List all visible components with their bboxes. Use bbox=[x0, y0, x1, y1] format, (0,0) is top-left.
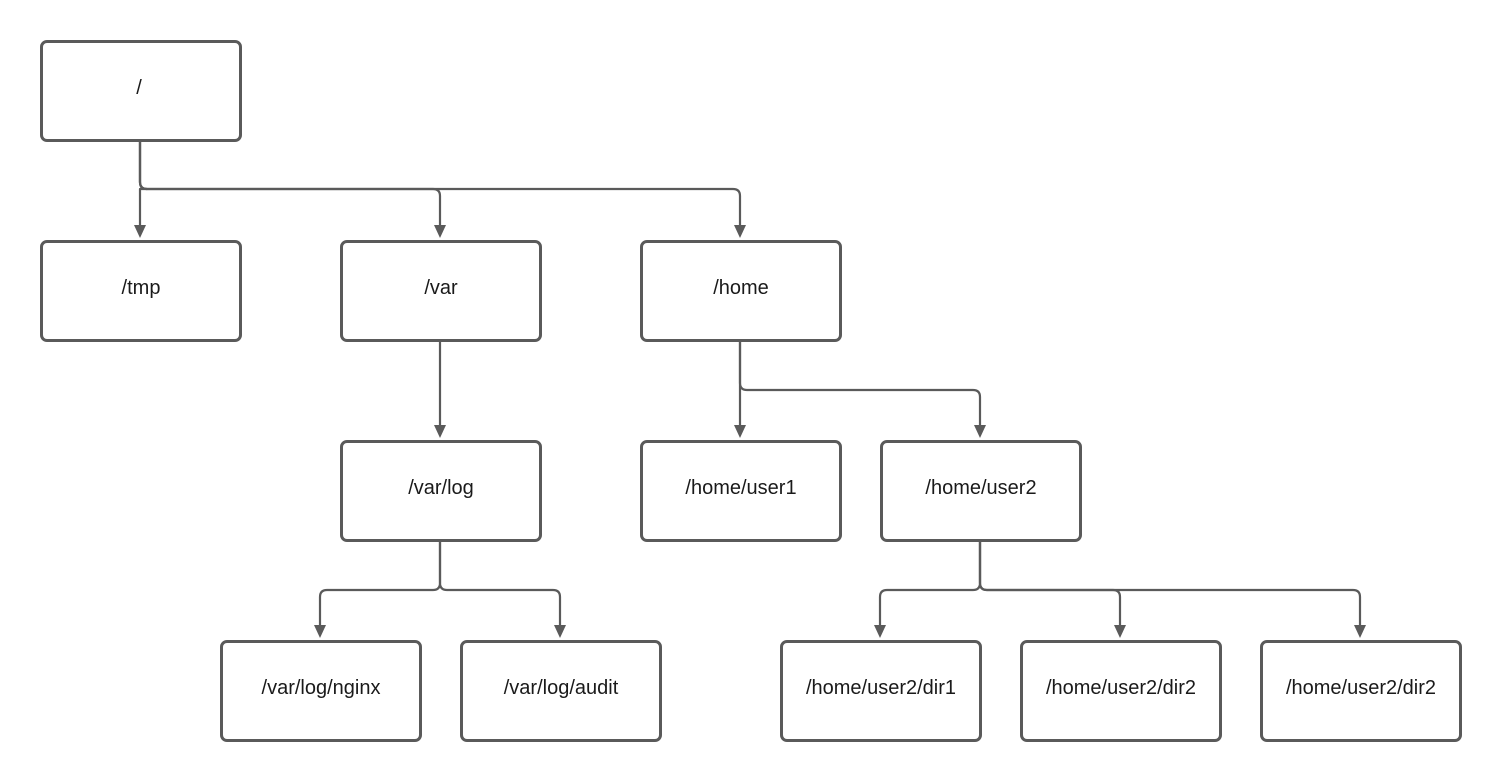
edge-user2-to-dir2-b bbox=[978, 539, 1362, 634]
arrowhead-user1 bbox=[734, 425, 746, 438]
node-tmp-label: /tmp bbox=[121, 276, 161, 299]
arrowhead-dir2-b bbox=[1354, 625, 1366, 638]
edge-user2-to-dir1 bbox=[878, 539, 982, 634]
edge-home-to-user2 bbox=[738, 339, 982, 434]
node-var-label: /var bbox=[424, 276, 458, 299]
node-home-user2-dir2-a-label: /home/user2/dir2 bbox=[1045, 676, 1197, 699]
node-home-user2-dir2-a: /home/user2/dir2 bbox=[1020, 640, 1222, 742]
node-var-log-audit: /var/log/audit bbox=[460, 640, 662, 742]
node-root-label: / bbox=[136, 76, 142, 99]
edge-var-log-to-audit bbox=[438, 539, 562, 634]
node-var-log-nginx: /var/log/nginx bbox=[220, 640, 422, 742]
node-home-user2-dir2-b-label: /home/user2/dir2 bbox=[1285, 676, 1437, 699]
edge-user2-to-dir2-a bbox=[978, 539, 1122, 634]
arrowhead-home bbox=[734, 225, 746, 238]
arrowhead-user2 bbox=[974, 425, 986, 438]
arrowhead-nginx bbox=[314, 625, 326, 638]
node-home-user2-label: /home/user2 bbox=[925, 476, 1037, 499]
arrowhead-audit bbox=[554, 625, 566, 638]
node-var-log-label: /var/log bbox=[408, 476, 474, 499]
node-home-user2-dir1-label: /home/user2/dir1 bbox=[805, 676, 957, 699]
node-root: / bbox=[40, 40, 242, 142]
node-home-user2-dir1: /home/user2/dir1 bbox=[780, 640, 982, 742]
arrowhead-var-log bbox=[434, 425, 446, 438]
node-home-user2: /home/user2 bbox=[880, 440, 1082, 542]
arrowhead-tmp bbox=[134, 225, 146, 238]
arrowhead-dir2-a bbox=[1114, 625, 1126, 638]
arrowhead-dir1 bbox=[874, 625, 886, 638]
edge-root-to-home bbox=[138, 139, 742, 234]
node-var: /var bbox=[340, 240, 542, 342]
arrowhead-var bbox=[434, 225, 446, 238]
node-home-user1-label: /home/user1 bbox=[685, 476, 797, 499]
node-home-user2-dir2-b: /home/user2/dir2 bbox=[1260, 640, 1462, 742]
node-home: /home bbox=[640, 240, 842, 342]
edge-root-to-var bbox=[138, 139, 442, 234]
node-home-label: /home bbox=[713, 276, 769, 299]
node-var-log-audit-label: /var/log/audit bbox=[503, 676, 619, 699]
node-home-user1: /home/user1 bbox=[640, 440, 842, 542]
node-var-log: /var/log bbox=[340, 440, 542, 542]
edge-var-log-to-nginx bbox=[318, 539, 442, 634]
node-var-log-nginx-label: /var/log/nginx bbox=[261, 676, 381, 699]
node-tmp: /tmp bbox=[40, 240, 242, 342]
